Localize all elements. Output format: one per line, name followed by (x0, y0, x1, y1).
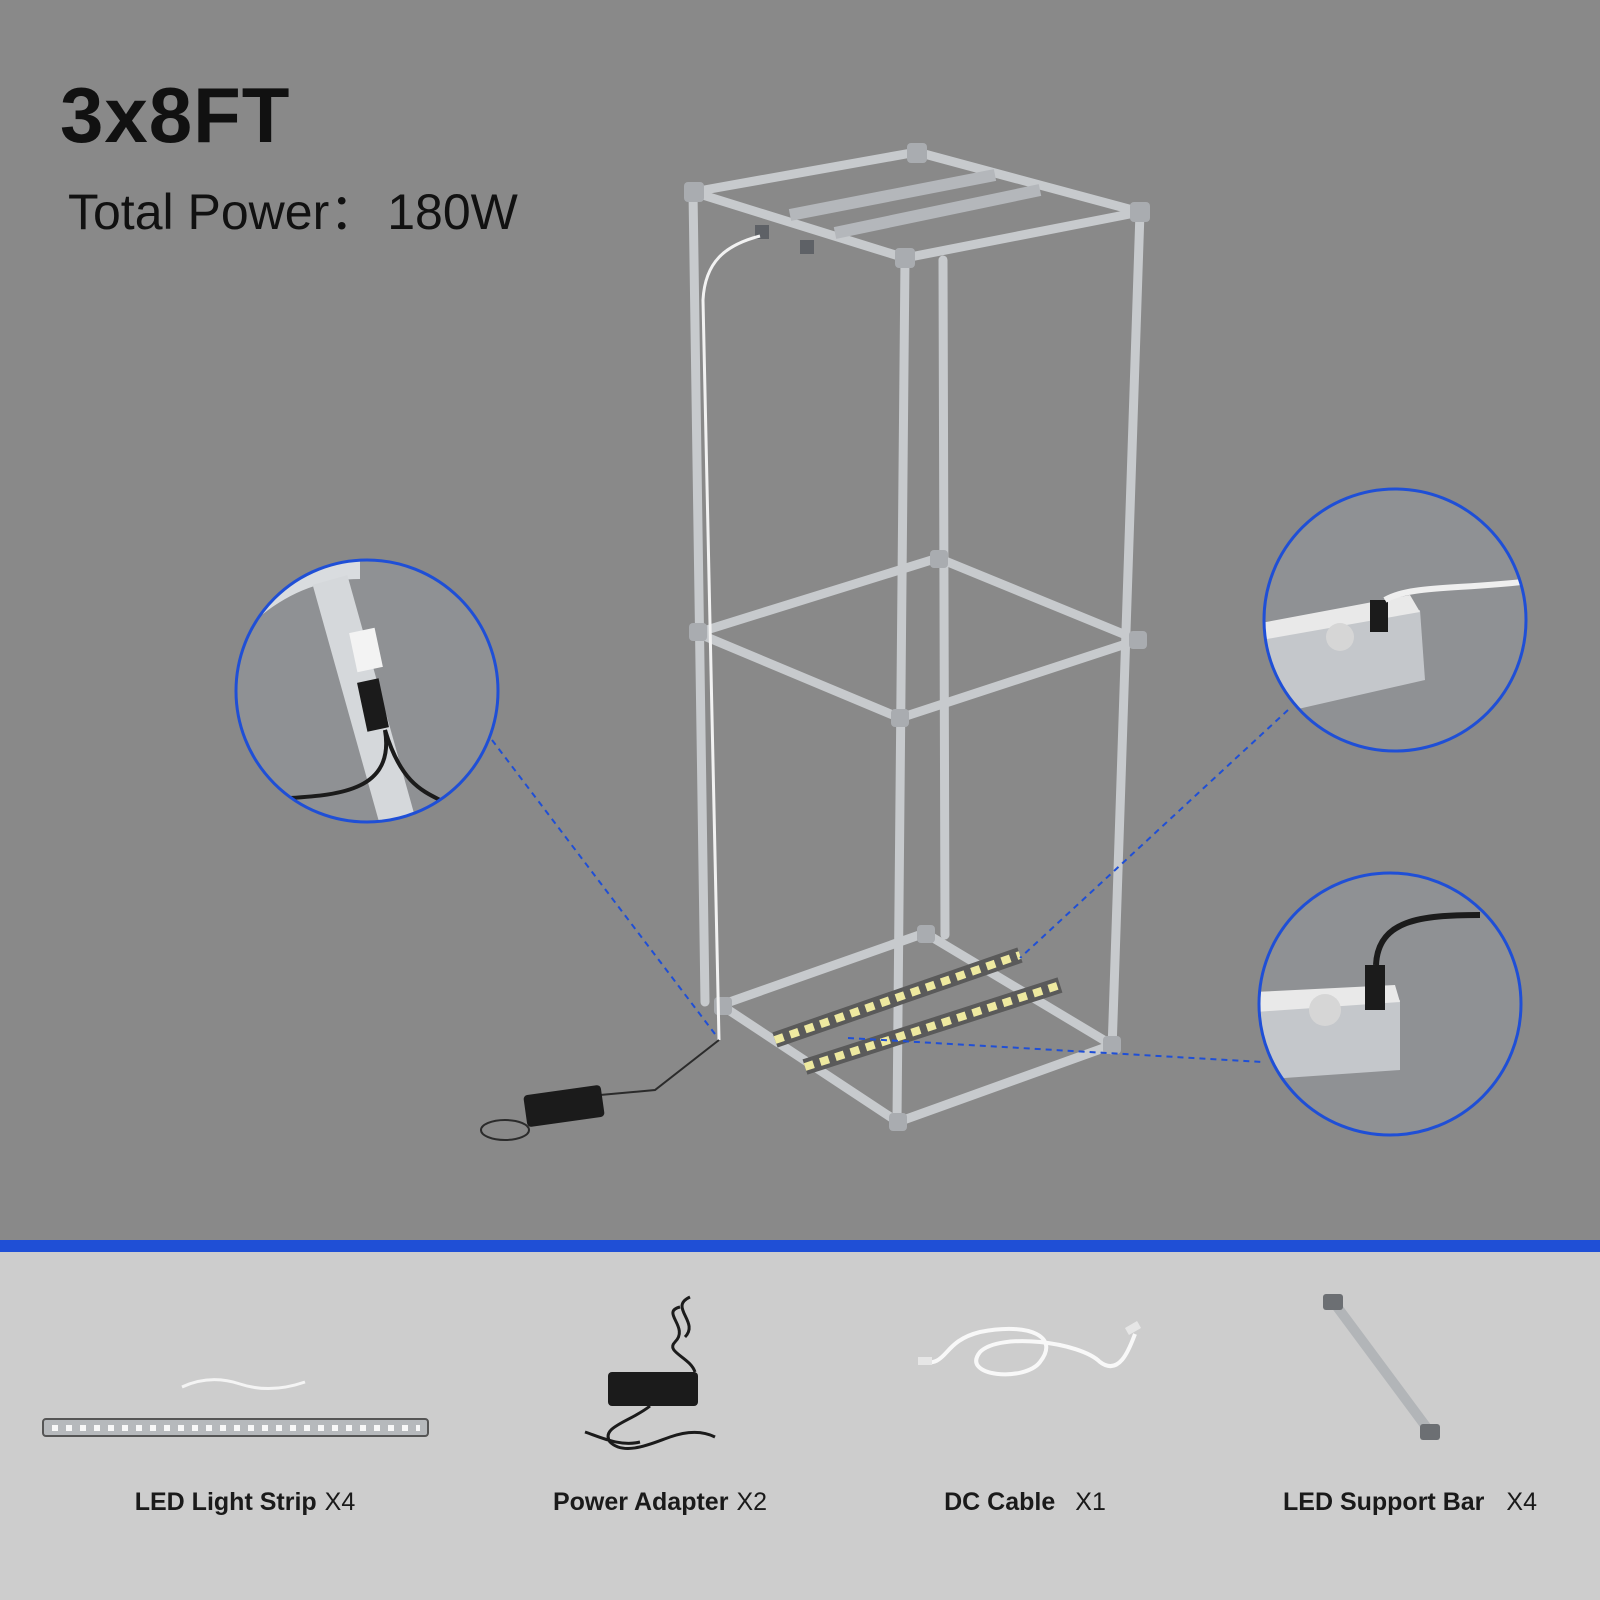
floor-power-adapter (480, 1039, 720, 1141)
accessory-dc-cable: DC Cable X1 (830, 1252, 1220, 1600)
dc-cable-icon (918, 1321, 1142, 1377)
frame-joints (684, 143, 1150, 1131)
accessory-qty: X4 (324, 1488, 356, 1516)
accessory-caption: LED Support Bar X4 (1220, 1488, 1600, 1517)
callout-lines (491, 709, 1289, 1063)
strip-end-cable-callout (1262, 487, 1528, 753)
product-size-title: 3x8FT (60, 71, 291, 159)
product-illustration-area: 3x8FT Total Power：180W (60, 71, 1528, 1141)
bottom-led-strips (772, 947, 1063, 1075)
grow-tent-frame-illustration (234, 143, 1528, 1141)
connector-closeup-callout (234, 558, 500, 824)
strip-end-plug-callout (1257, 871, 1523, 1137)
accessory-name: LED Support Bar (1283, 1488, 1485, 1516)
tent-frame (688, 147, 1145, 1127)
total-power-line: Total Power：180W (68, 172, 518, 244)
accessory-qty: X4 (1506, 1488, 1537, 1516)
accessory-qty: X1 (1075, 1488, 1106, 1516)
led-strip-icon (42, 1378, 429, 1437)
support-bar-icon (1323, 1294, 1440, 1440)
total-power-label: Total Power： (68, 184, 380, 240)
total-power-value: 180W (387, 184, 518, 240)
accessory-caption: DC Cable X1 (830, 1488, 1220, 1517)
accessory-name: Power Adapter (552, 1488, 729, 1516)
accessory-qty: X2 (736, 1488, 768, 1516)
accessory-name: LED Light Strip (134, 1488, 317, 1516)
hanging-cable (701, 234, 761, 1041)
top-led-bars (788, 169, 1042, 239)
power-adapter-icon (584, 1295, 716, 1450)
accessory-led-support-bar: LED Support Bar X4 (1220, 1252, 1600, 1600)
blue-divider (0, 1240, 1600, 1252)
accessory-name: DC Cable (944, 1488, 1056, 1516)
